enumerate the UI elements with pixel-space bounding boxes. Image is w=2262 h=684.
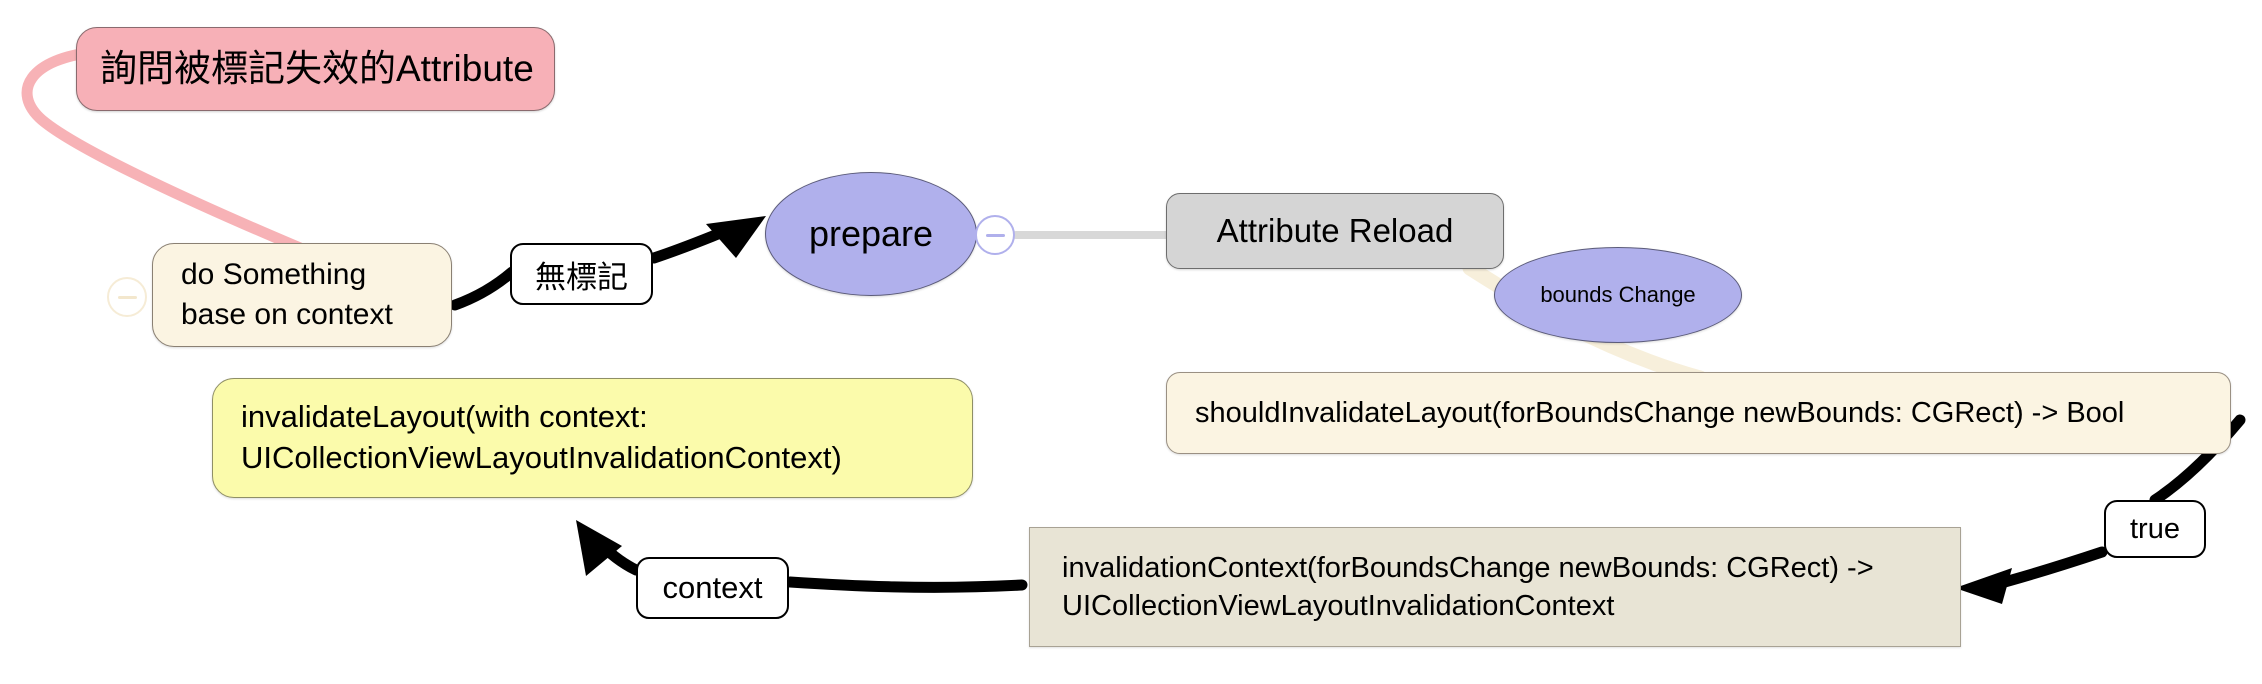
node-do-something-text: do Something base on context — [181, 255, 393, 334]
node-invalidate-layout[interactable]: invalidateLayout(with context: UICollect… — [212, 378, 973, 498]
node-invalidate-layout-text: invalidateLayout(with context: UICollect… — [241, 397, 972, 479]
edge-invalidation-context-to-label — [784, 576, 1028, 593]
edge-true-to-invalidation-context — [1984, 546, 2108, 592]
arrowhead-to-invalidation-context — [1955, 568, 2012, 604]
edge-label-to-invalidate-layout — [592, 535, 642, 576]
node-invalidation-context-line1: invalidationContext(forBoundsChange newB… — [1062, 551, 1874, 584]
node-invalidate-layout-line1: invalidateLayout(with context: — [241, 399, 648, 435]
node-prepare-label: prepare — [808, 213, 934, 255]
collapse-toggle-do-something-minus-circle-icon[interactable] — [107, 277, 147, 317]
edge-label-context-text: context — [662, 570, 763, 605]
node-should-invalidate-layout[interactable]: shouldInvalidateLayout(forBoundsChange n… — [1166, 372, 2231, 454]
collapse-toggle-prepare-minus-circle-icon[interactable] — [975, 215, 1015, 255]
node-bounds-change-label: bounds Change — [1540, 282, 1696, 308]
node-should-invalidate-layout-label: shouldInvalidateLayout(forBoundsChange n… — [1195, 396, 2125, 429]
edge-label-no-mark[interactable]: 無標記 — [510, 243, 653, 305]
minus-glyph — [117, 295, 137, 299]
arrowhead-to-prepare — [706, 216, 766, 258]
node-question-attribute[interactable]: 詢問被標記失效的Attribute — [76, 27, 555, 111]
node-prepare[interactable]: prepare — [765, 172, 977, 296]
arrowhead-to-invalidate-layout — [576, 520, 622, 576]
node-invalidation-context-line2: UICollectionViewLayoutInvalidationContex… — [1062, 590, 1615, 622]
edge-label-true[interactable]: true — [2104, 500, 2206, 558]
minus-glyph — [985, 233, 1005, 237]
node-do-something-line1: do Something — [181, 258, 367, 292]
node-invalidate-layout-line2: UICollectionViewLayoutInvalidationContex… — [241, 440, 842, 475]
edge-label-no-mark-text: 無標記 — [535, 259, 628, 295]
node-do-something[interactable]: do Something base on context — [152, 243, 452, 347]
edge-label-to-prepare — [648, 221, 742, 264]
node-question-attribute-label: 詢問被標記失效的Attribute — [100, 47, 534, 89]
node-invalidation-context-text: invalidationContext(forBoundsChange newB… — [1062, 549, 1960, 626]
edge-label-context[interactable]: context — [636, 557, 789, 619]
edge-label-true-text: true — [2130, 512, 2180, 545]
edge-do-something-to-label — [449, 266, 518, 311]
node-do-something-line2: base on context — [181, 298, 393, 331]
node-bounds-change[interactable]: bounds Change — [1494, 247, 1742, 343]
node-attribute-reload[interactable]: Attribute Reload — [1166, 193, 1504, 269]
node-attribute-reload-label: Attribute Reload — [1216, 212, 1454, 250]
node-invalidation-context[interactable]: invalidationContext(forBoundsChange newB… — [1029, 527, 1961, 647]
